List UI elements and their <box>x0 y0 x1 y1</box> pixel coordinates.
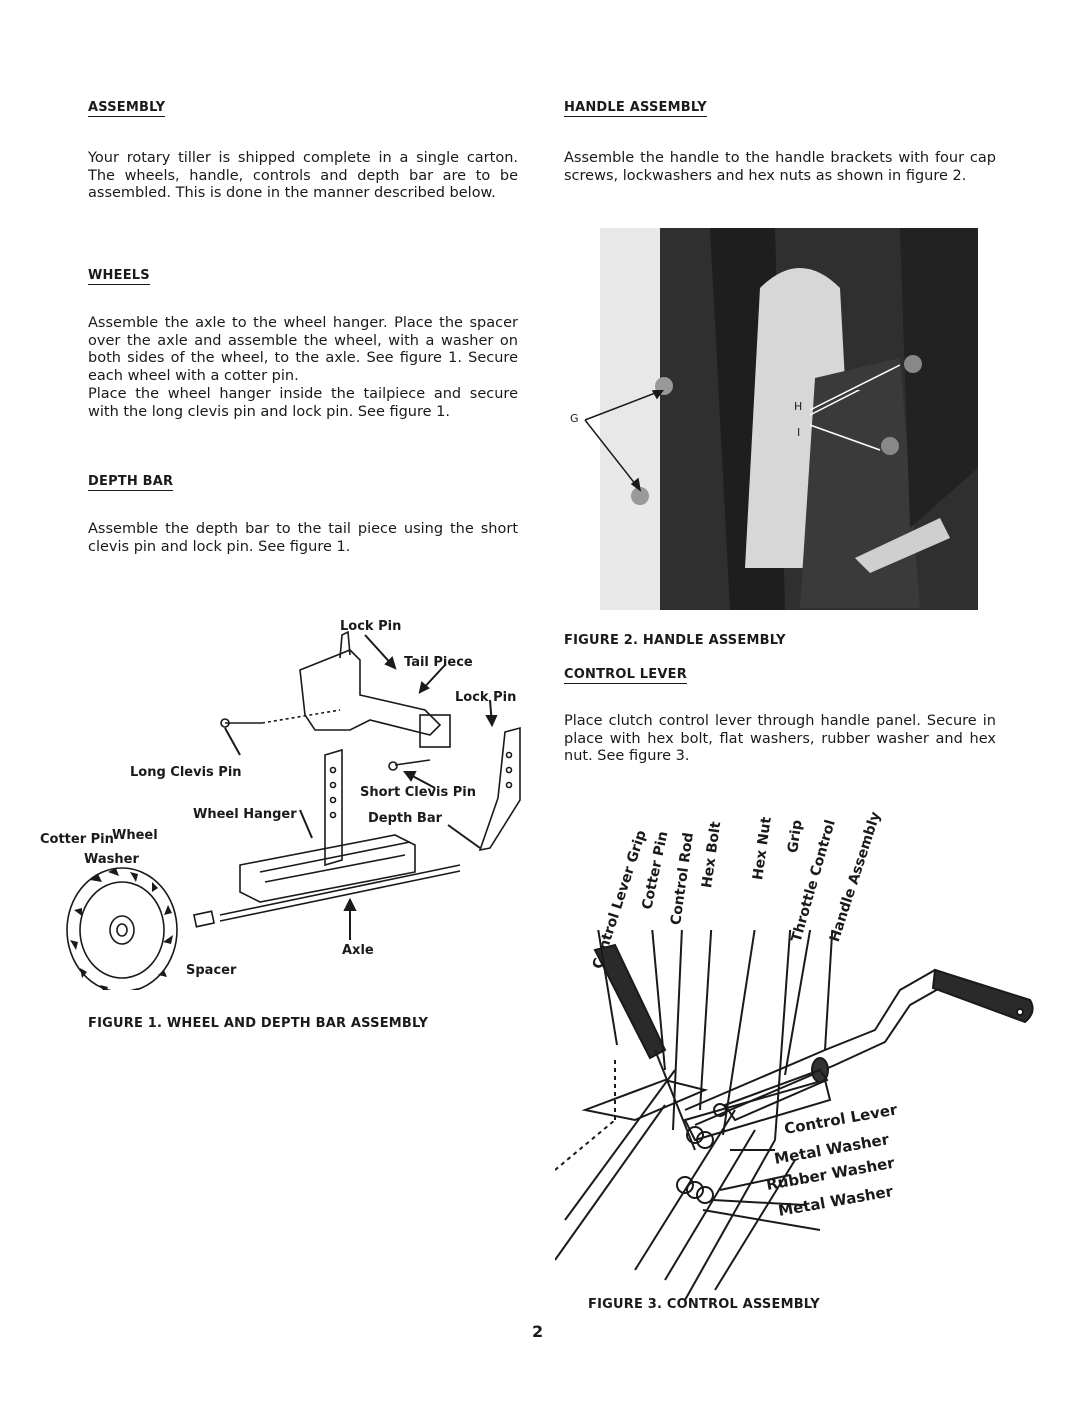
label-depth-bar: Depth Bar <box>368 811 443 826</box>
control-assembly-drawing <box>554 884 1034 1301</box>
depth-bar-heading: DEPTH BAR <box>88 474 174 491</box>
label-long-clevis-pin: Long Clevis Pin <box>130 765 242 780</box>
handle-assembly-heading: HANDLE ASSEMBLY <box>564 100 707 117</box>
handle-assembly-paragraph: Assemble the handle to the handle bracke… <box>564 150 996 184</box>
label-hex-bolt: Hex Bolt <box>699 820 725 889</box>
wheels-paragraph-2: Place the wheel hanger inside the tailpi… <box>88 386 518 420</box>
label-grip: Grip <box>785 818 806 854</box>
wheels-heading: WHEELS <box>88 268 150 285</box>
depth-bar-paragraph: Assemble the depth bar to the tail piece… <box>88 521 518 555</box>
label-hex-nut: Hex Nut <box>750 815 775 881</box>
assembly-paragraph: Your rotary tiller is shipped complete i… <box>88 150 518 201</box>
figure-3-illustration <box>554 884 1035 1301</box>
figure-2-leaders <box>584 390 861 492</box>
label-wheel: Wheel <box>112 828 158 843</box>
wheels-paragraph-1: Assemble the axle to the wheel hanger. P… <box>88 315 518 384</box>
figure-1-illustration <box>50 610 530 996</box>
label-short-clevis-pin: Short Clevis Pin <box>360 785 476 800</box>
figure-2-leaders-right <box>809 364 901 451</box>
label-tail-piece: Tail Piece <box>404 655 473 670</box>
assembly-heading: ASSEMBLY <box>88 100 166 117</box>
label-control-rod: Control Rod <box>668 831 697 926</box>
page-number: 2 <box>532 1322 544 1341</box>
label-washer: Washer <box>84 852 139 867</box>
handle-bracket-photo <box>600 228 978 610</box>
figure-3-caption: FIGURE 3. CONTROL ASSEMBLY <box>588 1297 820 1312</box>
label-axle: Axle <box>342 943 374 958</box>
label-wheel-hanger: Wheel Hanger <box>193 807 297 822</box>
label-g: G <box>570 412 579 425</box>
wheel-depth-bar-drawing <box>66 630 521 996</box>
label-cotter-pin: Cotter Pin <box>40 832 114 847</box>
control-lever-heading: CONTROL LEVER <box>564 667 687 684</box>
figure-1-caption: FIGURE 1. WHEEL AND DEPTH BAR ASSEMBLY <box>88 1016 429 1031</box>
figure-2-caption: FIGURE 2. HANDLE ASSEMBLY <box>564 633 786 648</box>
label-h: H <box>794 400 803 413</box>
label-lock-pin-top: Lock Pin <box>340 619 402 634</box>
label-i: I <box>797 426 801 439</box>
label-spacer: Spacer <box>186 963 237 978</box>
control-lever-paragraph: Place clutch control lever through handl… <box>564 713 996 764</box>
label-lock-pin-right: Lock Pin <box>455 690 517 705</box>
figure-2-photo <box>600 228 978 610</box>
